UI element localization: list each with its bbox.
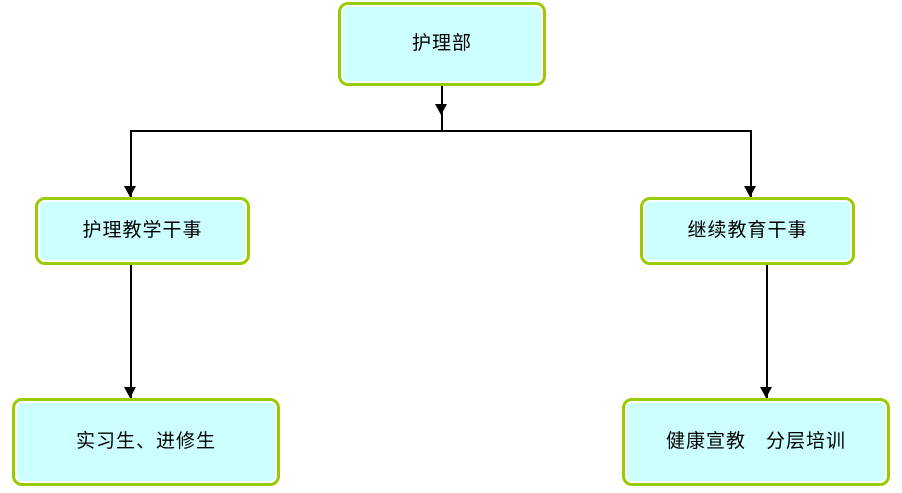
arrow-top-to-bus: [435, 104, 447, 115]
node-label: 继续教育干事: [687, 219, 808, 241]
node-health-education-and-tiered-training[interactable]: 健康宣教 分层培训: [622, 398, 890, 486]
connector-right-1-to-right-2: [766, 265, 768, 398]
connector-horizontal-bus: [130, 130, 752, 132]
node-label: 健康宣教 分层培训: [665, 430, 846, 452]
node-interns-and-trainees[interactable]: 实习生、进修生: [12, 398, 280, 486]
arrow-into-right-1: [744, 186, 756, 197]
node-nursing-department[interactable]: 护理部: [338, 2, 546, 86]
arrow-into-right-2: [760, 387, 772, 398]
node-nursing-teaching-officer[interactable]: 护理教学干事: [35, 197, 250, 265]
node-continuing-education-officer[interactable]: 继续教育干事: [640, 197, 855, 265]
node-label: 护理部: [411, 32, 472, 54]
arrow-into-left-1: [124, 186, 136, 197]
node-label: 护理教学干事: [82, 219, 203, 241]
node-label: 实习生、进修生: [75, 430, 216, 452]
arrow-into-left-2: [124, 387, 136, 398]
connector-bus-to-left-1: [130, 130, 132, 197]
connector-left-1-to-left-2: [130, 265, 132, 398]
connector-bus-to-right-1: [750, 130, 752, 197]
